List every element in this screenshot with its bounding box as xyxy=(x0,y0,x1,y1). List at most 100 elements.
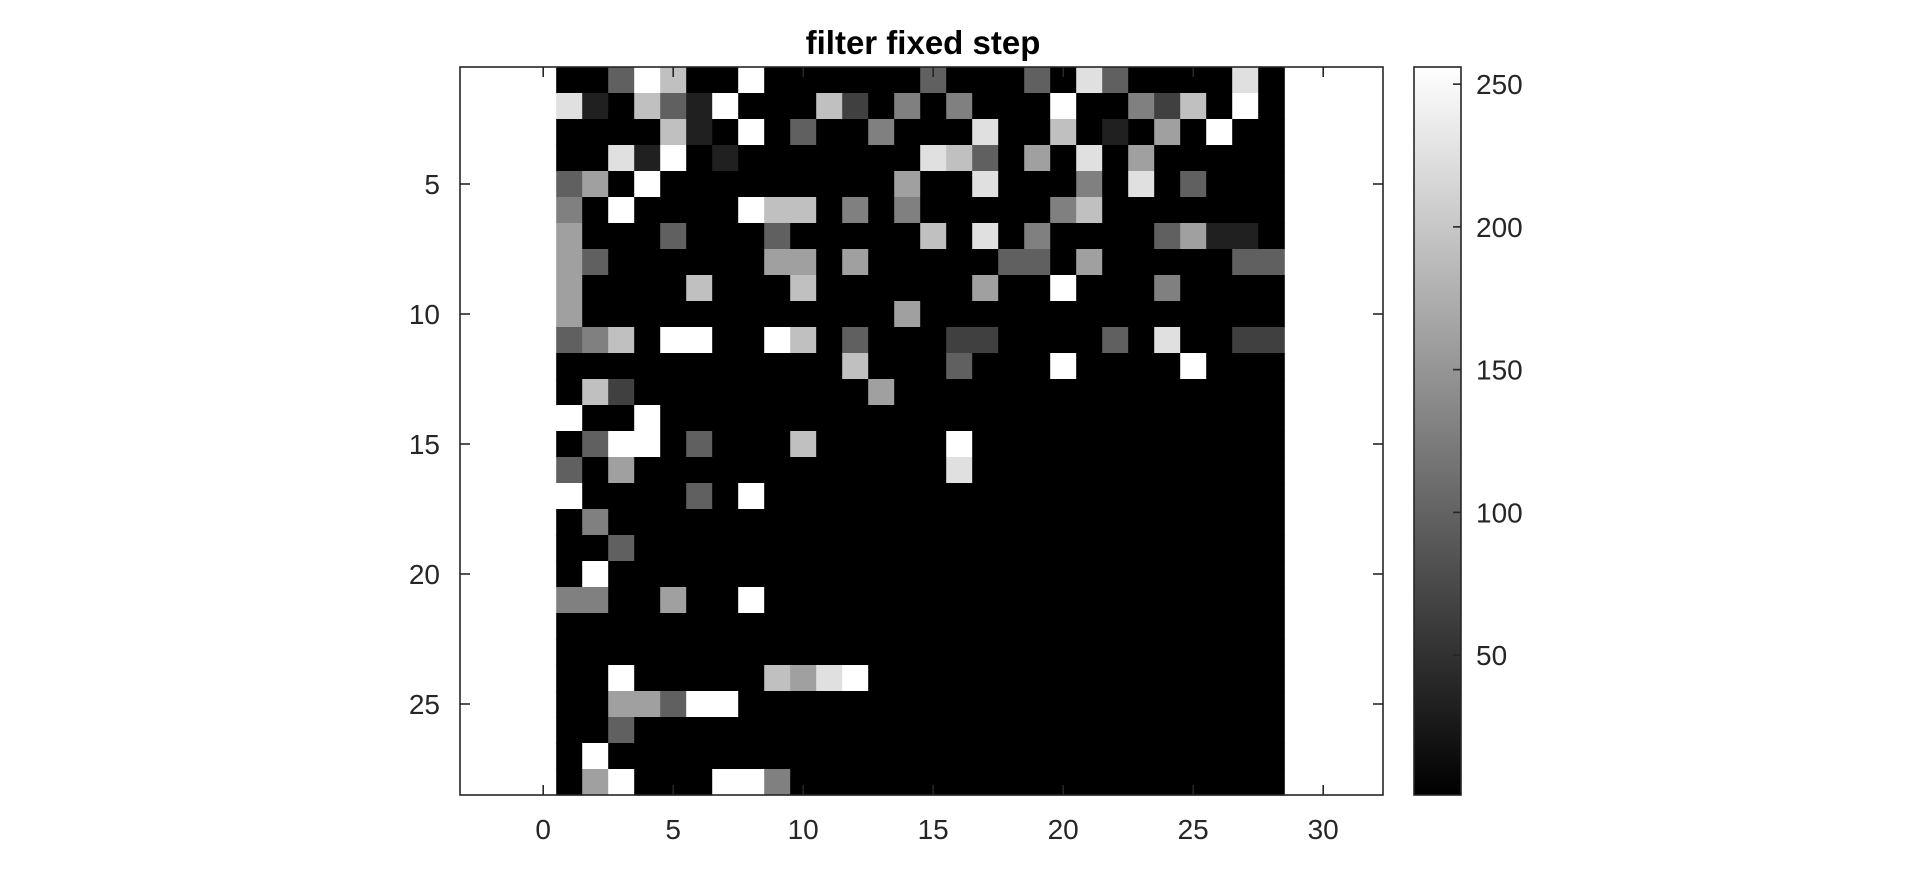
heatmap-cell xyxy=(1076,379,1103,406)
y-tick-label: 20 xyxy=(409,559,440,590)
heatmap-cell xyxy=(1180,535,1207,562)
heatmap-cell xyxy=(738,691,765,718)
heatmap-cell xyxy=(816,93,843,120)
heatmap-cell xyxy=(998,119,1025,146)
heatmap-cell xyxy=(1154,691,1181,718)
heatmap-cell xyxy=(1258,145,1285,172)
heatmap-cell xyxy=(1076,353,1103,380)
heatmap-cell xyxy=(608,197,635,224)
heatmap-cell xyxy=(764,379,791,406)
heatmap-cell xyxy=(920,197,947,224)
heatmap-cell xyxy=(686,353,713,380)
heatmap-cell xyxy=(1024,457,1051,484)
heatmap-cell xyxy=(1128,405,1155,432)
heatmap-cell xyxy=(868,717,895,744)
colorbar-tick-label: 250 xyxy=(1476,69,1523,100)
heatmap-cell xyxy=(660,171,687,198)
heatmap-cell xyxy=(738,327,765,354)
y-tick-label: 10 xyxy=(409,299,440,330)
heatmap-cell xyxy=(1050,379,1077,406)
heatmap-cell xyxy=(1154,639,1181,666)
heatmap-cell xyxy=(1024,613,1051,640)
heatmap-cell xyxy=(1128,769,1155,796)
heatmap-cell xyxy=(1206,93,1233,120)
heatmap-cell xyxy=(790,639,817,666)
heatmap-cell xyxy=(738,223,765,250)
heatmap-cell xyxy=(998,665,1025,692)
heatmap-cell xyxy=(1154,379,1181,406)
heatmap-cell xyxy=(894,197,921,224)
heatmap-cell xyxy=(972,665,999,692)
heatmap-cell xyxy=(972,249,999,276)
heatmap-cell xyxy=(894,509,921,536)
heatmap-cell xyxy=(1050,613,1077,640)
heatmap-cell xyxy=(1128,613,1155,640)
heatmap-cell xyxy=(920,613,947,640)
heatmap-cell xyxy=(582,535,609,562)
heatmap-cell xyxy=(1024,171,1051,198)
heatmap-cell xyxy=(920,509,947,536)
heatmap-cell xyxy=(1050,119,1077,146)
heatmap-cell xyxy=(764,639,791,666)
heatmap-cell xyxy=(556,275,583,302)
heatmap-cell xyxy=(894,145,921,172)
heatmap-cell xyxy=(1076,223,1103,250)
heatmap-cell xyxy=(712,171,739,198)
heatmap-cell xyxy=(660,561,687,588)
heatmap-cell xyxy=(1258,197,1285,224)
colorbar-tick-label: 50 xyxy=(1476,640,1507,671)
heatmap-cell xyxy=(738,171,765,198)
heatmap-cell xyxy=(686,197,713,224)
heatmap-cell xyxy=(920,145,947,172)
heatmap-cell xyxy=(946,353,973,380)
heatmap-cell xyxy=(842,743,869,770)
heatmap-cell xyxy=(972,431,999,458)
heatmap-cell xyxy=(738,93,765,120)
heatmap-cell xyxy=(1232,67,1259,94)
heatmap-cell xyxy=(764,119,791,146)
heatmap-cell xyxy=(894,223,921,250)
heatmap-cell xyxy=(816,67,843,94)
heatmap-cell xyxy=(556,379,583,406)
heatmap-cell xyxy=(1258,483,1285,510)
heatmap-cell xyxy=(1128,431,1155,458)
heatmap-cell xyxy=(972,67,999,94)
heatmap-cell xyxy=(842,327,869,354)
heatmap-cell xyxy=(738,639,765,666)
heatmap-cell xyxy=(1258,431,1285,458)
heatmap-cell xyxy=(582,93,609,120)
heatmap-cell xyxy=(972,561,999,588)
heatmap-cell xyxy=(1206,509,1233,536)
heatmap-cell xyxy=(1102,171,1129,198)
heatmap-cell xyxy=(1076,561,1103,588)
heatmap-cell xyxy=(634,613,661,640)
heatmap-cell xyxy=(660,431,687,458)
heatmap-cell xyxy=(1258,691,1285,718)
heatmap-cell xyxy=(608,93,635,120)
heatmap-cell xyxy=(998,171,1025,198)
heatmap-cell xyxy=(582,717,609,744)
heatmap-cell xyxy=(582,665,609,692)
heatmap-cell xyxy=(1050,301,1077,328)
heatmap-cell xyxy=(972,613,999,640)
heatmap-cell xyxy=(712,67,739,94)
heatmap-cell xyxy=(998,93,1025,120)
heatmap-cell xyxy=(686,483,713,510)
heatmap-cell xyxy=(712,561,739,588)
heatmap-cell xyxy=(894,769,921,796)
heatmap-cell xyxy=(1154,197,1181,224)
heatmap-cell xyxy=(946,67,973,94)
heatmap-cell xyxy=(868,93,895,120)
heatmap-cell xyxy=(946,665,973,692)
heatmap-cell xyxy=(660,197,687,224)
heatmap-cell xyxy=(634,197,661,224)
heatmap-cell xyxy=(816,457,843,484)
heatmap-cell xyxy=(972,483,999,510)
heatmap-cell xyxy=(1102,457,1129,484)
heatmap-cell xyxy=(608,561,635,588)
heatmap-cell xyxy=(868,119,895,146)
heatmap-cell xyxy=(842,145,869,172)
heatmap-cell xyxy=(920,587,947,614)
heatmap-cell xyxy=(790,379,817,406)
